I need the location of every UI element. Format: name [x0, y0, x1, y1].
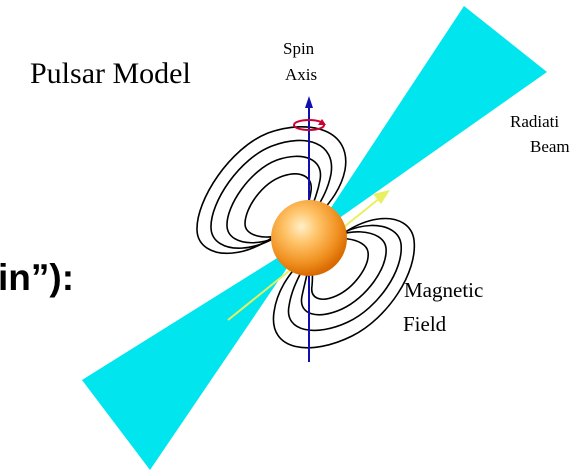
magnetic-axis-arrowhead [373, 190, 390, 204]
radiation-beam-upper [311, 6, 547, 238]
magnetic-field-label-line1: Magnetic [404, 278, 483, 302]
cropped-slide-text: in”): [0, 257, 74, 298]
magnetic-field-lines-lower [272, 217, 416, 349]
spin-axis-label-line2: Axis [285, 65, 317, 84]
neutron-star [271, 200, 347, 276]
rotation-ring-arrowhead [318, 119, 326, 125]
spin-axis-label-line1: Spin [283, 39, 315, 58]
spin-axis-arrowhead [305, 96, 313, 108]
diagram-title: Pulsar Model [30, 57, 191, 90]
radiation-beam-lower [82, 240, 306, 470]
magnetic-field-label-line2: Field [403, 312, 447, 336]
radiation-beam-label-line2: Beam [530, 137, 570, 156]
magnetic-field-lines-upper [196, 126, 347, 255]
radiation-beam-label-line1: Radiati [510, 112, 559, 131]
